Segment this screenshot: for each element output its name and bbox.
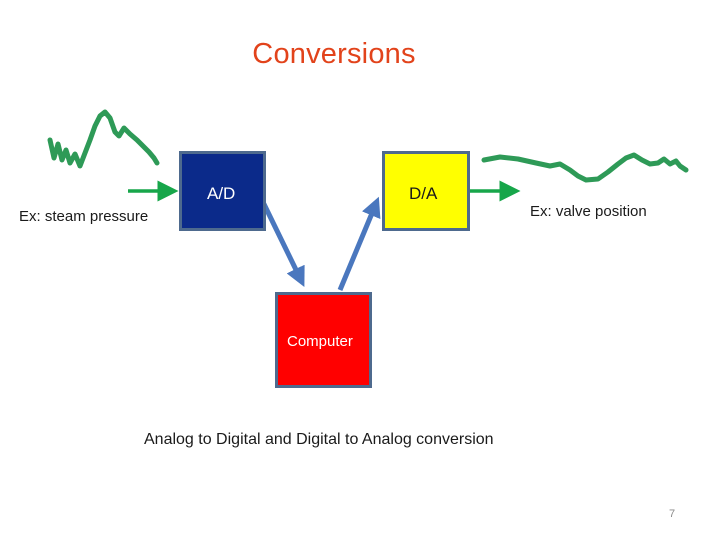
da-converter-box: D/A <box>382 151 470 231</box>
computer-label: Computer <box>287 333 353 350</box>
input-analog-waveform <box>47 109 160 169</box>
input-example-label: Ex: steam pressure <box>19 208 149 225</box>
ad-to-computer-arrow <box>259 198 305 287</box>
page-number: 7 <box>669 508 676 520</box>
da-label: D/A <box>409 184 438 203</box>
computer-box: Computer <box>275 292 372 388</box>
ad-converter-box: A/D <box>179 151 266 231</box>
diagram-caption: Analog to Digital and Digital to Analog … <box>144 431 494 448</box>
slide-title: Conversions <box>252 38 416 70</box>
computer-to-da-arrow <box>337 196 381 291</box>
output-analog-waveform <box>481 152 689 183</box>
output-example-label: Ex: valve position <box>530 203 647 220</box>
ad-label: A/D <box>207 184 236 203</box>
